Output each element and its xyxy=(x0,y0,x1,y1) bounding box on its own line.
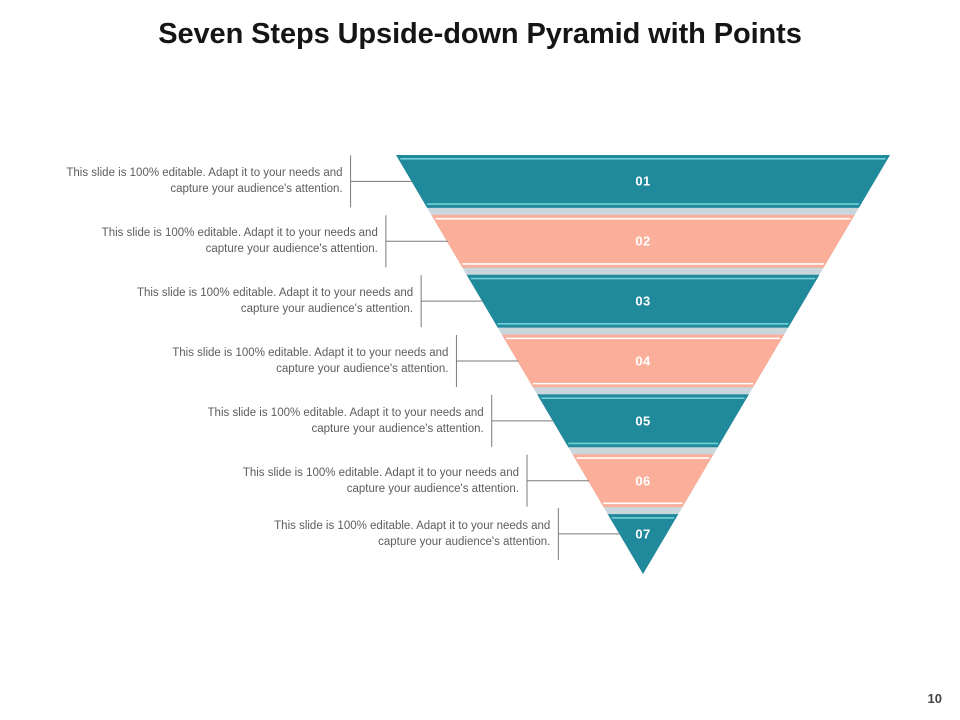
connector-lines xyxy=(350,155,621,560)
pyramid-band-05[interactable] xyxy=(537,394,749,448)
pyramid-band-04[interactable] xyxy=(501,334,785,388)
pyramid-band-02[interactable] xyxy=(431,214,855,268)
step-description-04: This slide is 100% editable. Adapt it to… xyxy=(172,347,449,375)
step-description-07: This slide is 100% editable. Adapt it to… xyxy=(274,519,551,548)
step-description-02: This slide is 100% editable. Adapt it to… xyxy=(101,227,378,256)
step-description-06: This slide is 100% editable. Adapt it to… xyxy=(242,466,519,495)
page-number: 10 xyxy=(927,691,942,706)
pyramid-band-07[interactable] xyxy=(607,514,679,574)
step-description-05: This slide is 100% editable. Adapt it to… xyxy=(207,406,484,435)
step-description-01: This slide is 100% editable. Adapt it to… xyxy=(66,167,343,196)
pyramid-bands xyxy=(396,155,890,574)
pyramid-band-01[interactable] xyxy=(396,155,890,208)
pyramid-band-03[interactable] xyxy=(466,274,820,328)
pyramid-band-06[interactable] xyxy=(572,454,714,508)
step-description-03: This slide is 100% editable. Adapt it to… xyxy=(136,287,414,316)
page-title: Seven Steps Upside-down Pyramid with Poi… xyxy=(158,18,802,50)
